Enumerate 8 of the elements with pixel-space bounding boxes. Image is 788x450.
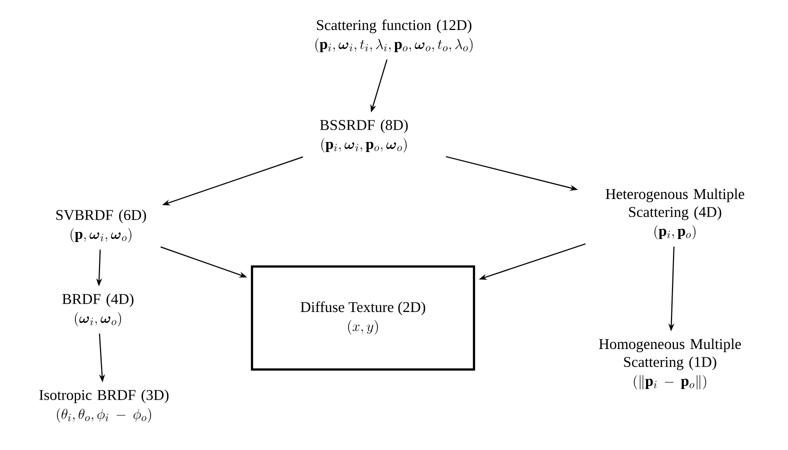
model-label: Isotropic BRDF (3D) $(\theta_i,\theta_o,\phi_i-\phi_o)$ — [39, 390, 168, 422]
output-box: Diffuse Texture (2D) $(x,y)$ — [250, 265, 476, 371]
model-label: Heterogenous Multiple Scattering (4D) $(\mathbf{p}_i,\mathbf{p}_o)$ — [606, 188, 744, 240]
model-label: Scattering function (12D) $(\mathbf{p}_i,\boldsymbol{\omega}_i,t_i,\lambda_i,\mathbf{p}_o,\boldsymbol{\omega}_o,t_o,\lambda_o)$ — [315, 19, 473, 53]
model-label: BRDF (4D) $(\boldsymbol{\omega}_i,\boldsymbol{\omega}_o)$ — [62, 294, 134, 326]
model-label: Homogeneous Multiple Scattering (1D) $(\|\mathbf{p}_i-\mathbf{p}_o\|)$ — [599, 338, 741, 390]
model-label: SVBRDF (6D) $(\mathbf{p},\boldsymbol{\omega}_i,\boldsymbol{\omega}_o)$ — [56, 210, 146, 242]
model-label: BSSRDF (8D) $(\mathbf{p}_i,\boldsymbol{\omega}_i,\mathbf{p}_o,\boldsymbol{\omega}_o)$ — [320, 120, 408, 152]
